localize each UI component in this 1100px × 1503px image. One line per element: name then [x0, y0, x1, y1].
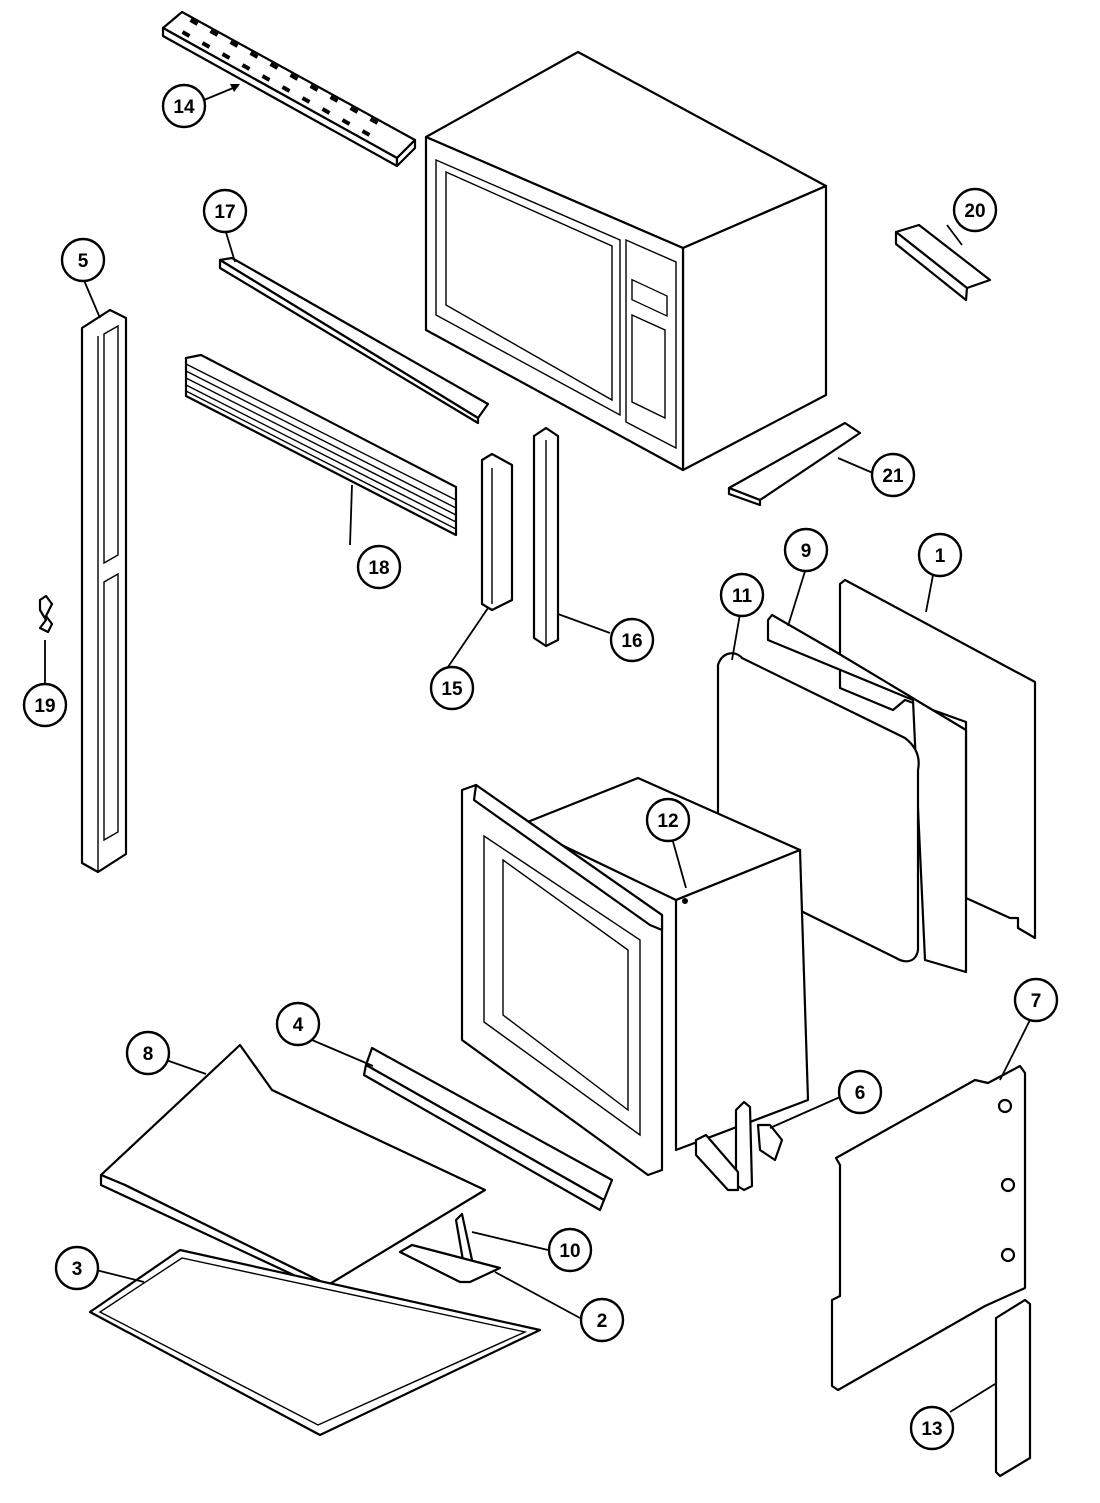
part-1-back-panel: [838, 578, 1037, 940]
callout-10: 10: [547, 1227, 593, 1273]
callout-17: 17: [202, 188, 248, 234]
callout-4-label: 4: [293, 1015, 304, 1036]
callout-14: 14: [161, 83, 207, 129]
callout-3: 3: [54, 1245, 100, 1291]
callout-9-label: 9: [801, 541, 812, 562]
leader-lines: [44, 84, 1031, 1413]
callout-21-label: 21: [882, 466, 904, 487]
callout-1: 1: [917, 532, 963, 578]
callout-3-label: 3: [72, 1259, 83, 1280]
part-2-bar: [398, 1243, 502, 1284]
callout-6: 6: [837, 1069, 883, 1115]
callout-18: 18: [356, 544, 402, 590]
callout-20: 20: [952, 187, 998, 233]
part-21-flat-plate: [727, 421, 862, 507]
callout-2: 2: [579, 1297, 625, 1343]
callout-2-label: 2: [597, 1311, 608, 1332]
part-6-hinge: [694, 1100, 784, 1192]
callout-11: 11: [719, 572, 765, 618]
part-5-side-rail: [80, 308, 128, 874]
callout-16: 16: [609, 617, 655, 663]
part-19-clip: [38, 594, 54, 634]
callout-1-label: 1: [935, 546, 946, 567]
callout-10-label: 10: [559, 1241, 580, 1262]
part-4-slotted-rail: [362, 1046, 614, 1212]
part-7-side-panel: [830, 1064, 1027, 1392]
callout-11-label: 11: [732, 586, 753, 607]
part-17-trim-bar: [218, 256, 490, 425]
callout-19-label: 19: [34, 696, 55, 717]
callout-5: 5: [60, 237, 106, 283]
part-16-vertical-bracket: [532, 426, 560, 648]
vent-slots: [181, 18, 379, 137]
callout-15: 15: [429, 665, 475, 711]
callout-6-label: 6: [855, 1083, 866, 1104]
part-13-strip: [994, 1298, 1032, 1478]
part-18-louvered-grille: [184, 353, 458, 537]
microwave-unit: [424, 50, 828, 472]
part-3-bottom-pan: [88, 1248, 542, 1437]
callout-12: 12: [645, 797, 691, 843]
callout-13: 13: [909, 1405, 955, 1451]
callout-12-label: 12: [657, 811, 678, 832]
callout-20-label: 20: [964, 201, 985, 222]
part-20-angle-bracket: [894, 223, 992, 302]
callout-8-label: 8: [143, 1044, 154, 1065]
callout-18-label: 18: [368, 558, 389, 579]
part-15-vertical-bracket: [480, 452, 514, 612]
callout-5-label: 5: [78, 251, 89, 272]
callout-21: 21: [870, 452, 916, 498]
part-14-top-vent-bar: [161, 10, 417, 168]
callout-16-label: 16: [621, 631, 642, 652]
callout-9: 9: [783, 527, 829, 573]
callout-14-label: 14: [173, 97, 195, 118]
part-9-insulation-sheet: [766, 613, 968, 974]
callout-19: 19: [22, 682, 68, 728]
callout-4: 4: [275, 1001, 321, 1047]
callout-7-label: 7: [1031, 991, 1042, 1012]
callout-15-label: 15: [441, 679, 463, 700]
callout-8: 8: [125, 1030, 171, 1076]
part-8-floor-tray: [99, 1043, 487, 1294]
callout-13-label: 13: [921, 1419, 942, 1440]
callout-17-label: 17: [214, 202, 235, 223]
callout-7: 7: [1013, 977, 1059, 1023]
oven-liner: [460, 776, 810, 1177]
